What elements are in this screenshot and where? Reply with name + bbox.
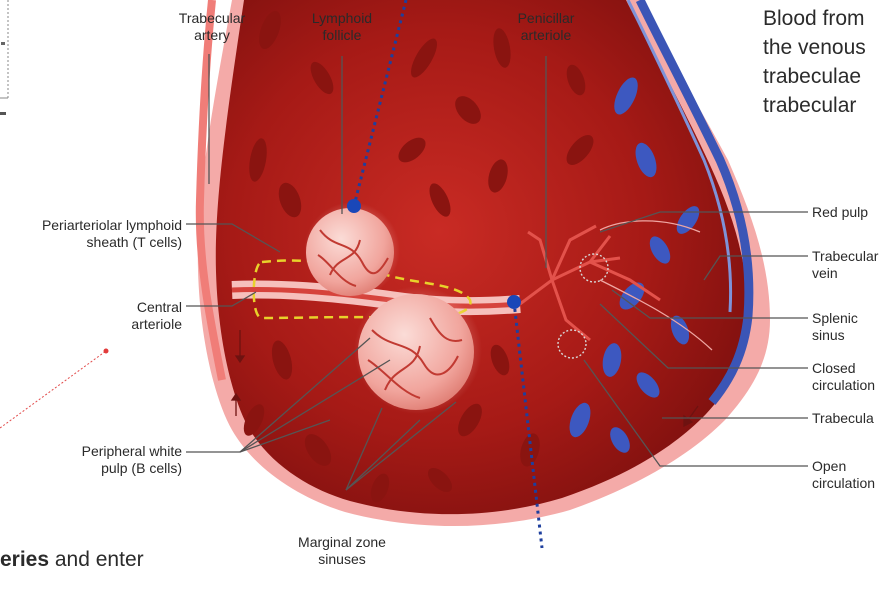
- blue-marker-lower: [507, 295, 521, 309]
- bottom-bold: eries: [0, 548, 49, 571]
- side-paragraph: Blood from the venous trabeculae trabecu…: [763, 4, 866, 120]
- blue-marker-upper: [347, 199, 361, 213]
- chart-fragment: [0, 0, 8, 115]
- lymphoid-follicle-lower: [358, 294, 474, 410]
- bottom-rest: and enter: [49, 548, 144, 571]
- label-red-pulp: Red pulp: [812, 204, 868, 221]
- bottom-text: eries and enter: [0, 548, 144, 572]
- red-pointer-line: [0, 351, 106, 428]
- red-pointer-dot: [104, 349, 109, 354]
- label-trabecula: Trabecula: [812, 410, 874, 427]
